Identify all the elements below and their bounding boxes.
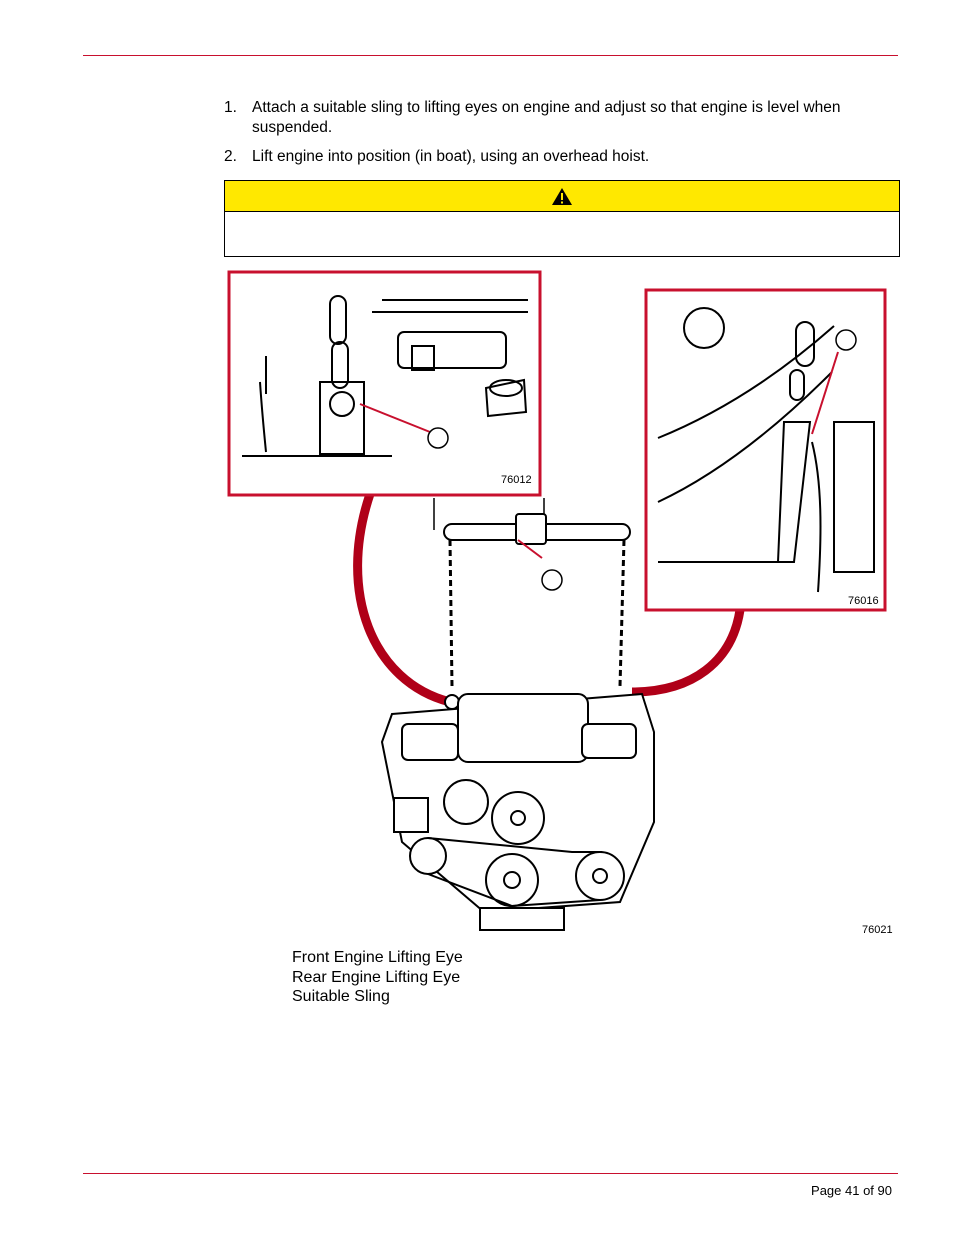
engine-block: [380, 692, 655, 931]
step-item: 2. Lift engine into position (in boat), …: [224, 147, 900, 167]
callout-front-eye: [427, 427, 449, 449]
step-text: Lift engine into position (in boat), usi…: [252, 148, 650, 165]
figure-id-main: 76021: [862, 924, 893, 936]
step-number: 2.: [224, 148, 237, 165]
step-item: 1. Attach a suitable sling to lifting ey…: [224, 98, 900, 138]
engine-lifting-figure: 76012 76016 76021: [222, 262, 898, 942]
warning-header: [225, 181, 899, 212]
warning-triangle-icon: [552, 187, 572, 205]
page-number: Page 41 of 90: [811, 1183, 892, 1198]
step-number: 1.: [224, 99, 237, 116]
header-rule: [83, 55, 898, 56]
inset-rear-lifting-eye: [644, 288, 887, 612]
callout-rear-eye: [835, 329, 857, 351]
footer-rule: [83, 1173, 898, 1174]
figure-id-right: 76016: [848, 595, 879, 607]
legend-item: Front Engine Lifting Eye: [292, 949, 463, 966]
step-text: Attach a suitable sling to lifting eyes …: [252, 99, 841, 136]
legend-item: Rear Engine Lifting Eye: [292, 968, 461, 986]
inset-front-lifting-eye: [227, 270, 542, 497]
lifting-sling: [433, 498, 631, 710]
engine-illustration: [227, 270, 887, 931]
warning-box: [224, 180, 900, 257]
figure-legend: Front Engine Lifting Eye Rear Engine Lif…: [292, 948, 463, 1007]
callout-sling: [541, 569, 563, 591]
figure-id-left: 76012: [501, 474, 532, 486]
legend-item: Suitable Sling: [292, 988, 390, 1005]
instruction-steps: 1. Attach a suitable sling to lifting ey…: [224, 98, 900, 176]
warning-body: [225, 212, 899, 256]
